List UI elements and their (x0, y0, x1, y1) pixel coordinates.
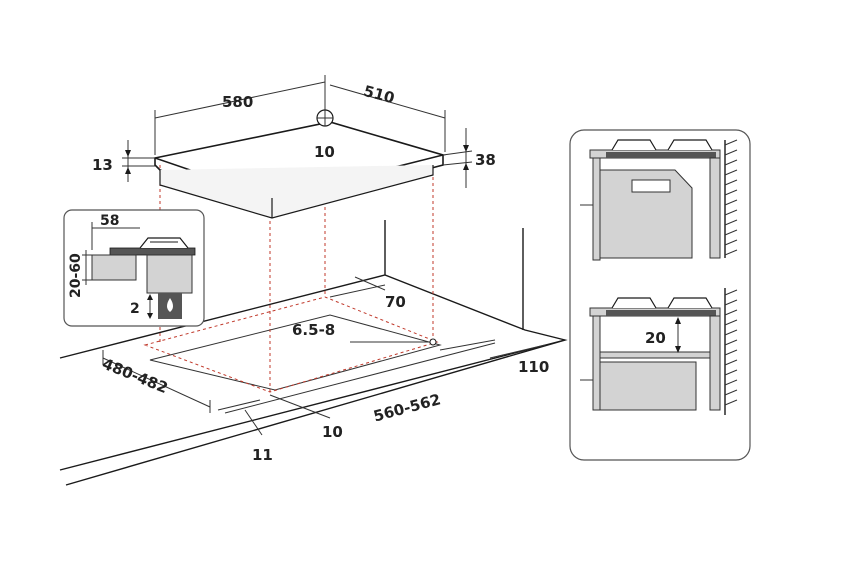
worktop-thickness-label: 20-60 (68, 253, 84, 298)
detail-inset: 58 20-60 2 (63, 209, 205, 327)
gas-gap-label: 2 (130, 301, 140, 317)
hob-thickness-dimension: 13 (92, 140, 155, 182)
offset-70-label: 70 (385, 293, 406, 311)
lower-cabinet: 20 (580, 297, 721, 411)
hob-center-mark: 10 (314, 109, 335, 161)
hob-side-height-label: 38 (475, 151, 496, 169)
front-clearance-dimension: 10 (217, 394, 343, 441)
cutout-width-dimension: 560-562 (224, 339, 496, 425)
wall-hatch-lower (724, 288, 738, 415)
hob-center-label: 10 (314, 143, 335, 161)
front-edge-dimension: 11 (244, 409, 273, 464)
rear-clearance-dimension: 110 (489, 344, 549, 376)
corner-radius-label: 6.5-8 (292, 321, 335, 339)
offset-70-dimension: 70 (329, 276, 406, 311)
front-clearance-label: 10 (322, 423, 343, 441)
hob-body (151, 121, 447, 219)
upper-oven-cabinet (580, 139, 721, 261)
front-edge-label: 11 (252, 446, 273, 464)
hob-thickness-label: 13 (92, 156, 113, 174)
wall-hatch-upper (724, 139, 738, 258)
corner-radius-dimension: 6.5-8 (292, 321, 437, 346)
hob-width-label: 580 (222, 93, 253, 111)
flange-width-label: 58 (100, 213, 119, 229)
cutout-width-label: 560-562 (371, 390, 442, 425)
cutout-depth-dimension: 480-482 (100, 350, 211, 413)
installation-panel: 20 (569, 129, 751, 461)
hob-width-dimension: 580 (154, 75, 326, 155)
shelf-gap-label: 20 (645, 329, 666, 347)
hob-side-height-dimension: 38 (442, 128, 496, 188)
rear-clearance-label: 110 (518, 358, 549, 376)
gas-flame-icon (167, 298, 173, 312)
hob-depth-label: 510 (362, 82, 397, 107)
cutout-depth-label: 480-482 (100, 355, 171, 397)
